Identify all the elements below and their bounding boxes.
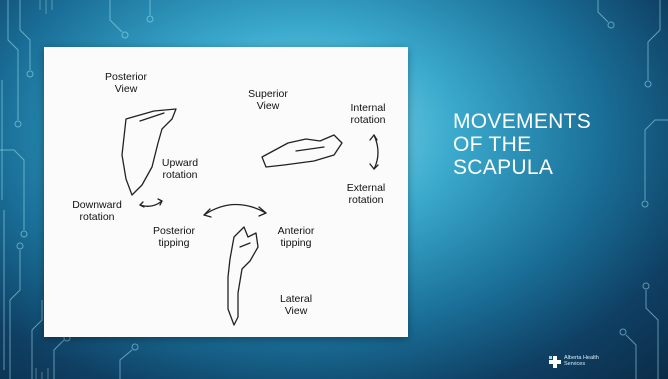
label-posterior-view: Posterior View bbox=[96, 71, 156, 95]
logo-text: Alberta Health Services bbox=[564, 355, 599, 367]
slide-title-line-1: MOVEMENTS bbox=[453, 110, 643, 133]
lateral-scapula-outline bbox=[228, 227, 258, 325]
slide-title-line-3: SCAPULA bbox=[453, 156, 643, 179]
slide-title: MOVEMENTS OF THE SCAPULA bbox=[453, 110, 643, 179]
label-anterior-tipping: Anterior tipping bbox=[266, 225, 326, 249]
slide-title-line-2: OF THE bbox=[453, 133, 643, 156]
label-external-rotation: External rotation bbox=[335, 182, 397, 206]
logo-cross-icon bbox=[548, 355, 562, 369]
label-upward-rotation: Upward rotation bbox=[152, 157, 208, 181]
scapula-movements-figure: Posterior View Superior View Internal ro… bbox=[44, 47, 408, 337]
posterior-scapula-outline bbox=[122, 109, 176, 195]
label-internal-rotation: Internal rotation bbox=[338, 102, 398, 126]
tipping-arc-arrow bbox=[204, 204, 266, 215]
label-lateral-view: Lateral View bbox=[270, 293, 322, 317]
label-superior-view: Superior View bbox=[240, 88, 296, 112]
alberta-health-services-logo: Alberta Health Services bbox=[548, 354, 610, 370]
superior-scapula-outline bbox=[262, 135, 342, 167]
label-downward-rotation: Downward rotation bbox=[64, 199, 130, 223]
label-posterior-tipping: Posterior tipping bbox=[144, 225, 204, 249]
